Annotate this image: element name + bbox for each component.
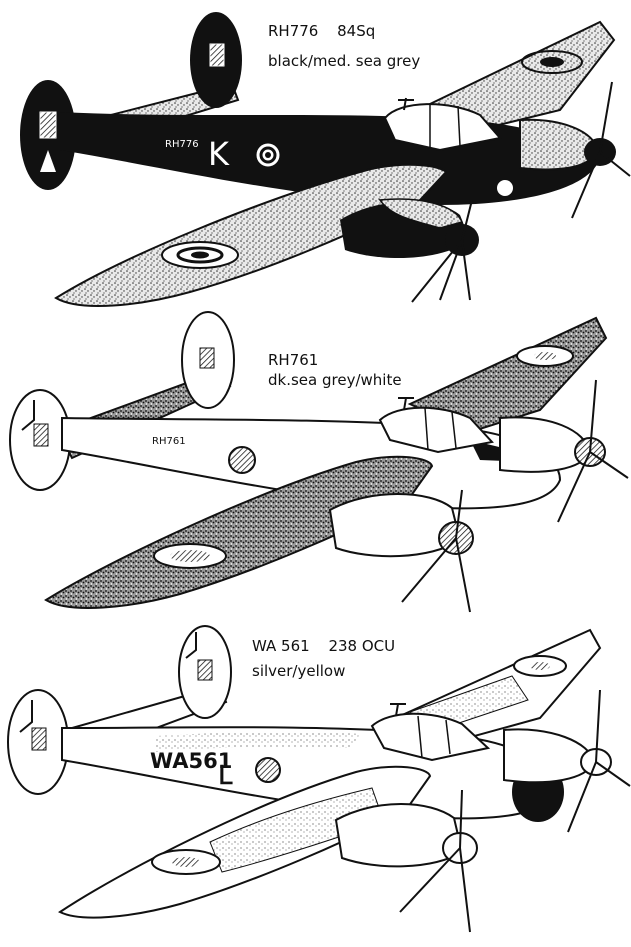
caption-unit: 84Sq (337, 22, 376, 40)
aircraft-rh776: RH776 K (20, 12, 631, 307)
fuselage-serial: RH776 (165, 139, 199, 150)
aircraft-rh761: RH761 (9, 311, 629, 613)
fin-flash-icon (39, 111, 57, 139)
nacelle-port (328, 493, 462, 558)
fin-flash-icon (31, 727, 47, 751)
caption-registration: WA 561 (252, 637, 310, 655)
roundel-centre-icon (540, 57, 564, 67)
code-letter: L (218, 761, 233, 791)
wing-port (44, 455, 434, 609)
antenna-mast (390, 703, 406, 717)
roundel-icon (521, 50, 583, 74)
fin-emblem-icon (40, 150, 56, 172)
nacelle-starboard (519, 118, 600, 171)
propeller-starboard (571, 81, 631, 219)
propeller-port (401, 489, 471, 613)
caption-registration: RH761 (268, 351, 319, 369)
canopy (383, 103, 502, 152)
roundel-icon (228, 446, 256, 474)
roundel-icon (255, 757, 281, 783)
caption-unit: 238 OCU (328, 637, 396, 655)
propeller-port (411, 199, 473, 303)
nacelle-port (334, 803, 464, 868)
fin-flash-icon (199, 347, 215, 369)
antenna-mast (398, 97, 414, 111)
canopy (378, 406, 494, 454)
wing-port (54, 163, 448, 307)
nose-emblem-icon (497, 180, 513, 196)
caption-wa561: WA 561 238 OCU (252, 637, 395, 656)
antenna-mast (398, 397, 414, 411)
propeller-port (399, 789, 471, 933)
fin-flash-icon (197, 659, 213, 681)
propeller-starboard (557, 379, 629, 523)
caption-rh776: RH776 84Sq (268, 22, 375, 41)
caption-scheme-rh761: dk.sea grey/white (268, 371, 402, 389)
fuselage-serial: WA561 (150, 749, 232, 773)
fin-flash-icon (209, 43, 225, 67)
nacelle-starboard (503, 728, 596, 784)
caption-scheme-rh776: black/med. sea grey (268, 52, 421, 70)
aircraft-wa561: WA561 L (7, 625, 631, 933)
caption-scheme-wa561: silver/yellow (252, 662, 346, 680)
code-letter: K (208, 135, 230, 173)
canopy (370, 712, 491, 762)
fuselage-serial: RH761 (152, 436, 186, 447)
caption-registration: RH776 (268, 22, 319, 40)
propeller-starboard (567, 689, 631, 833)
fin-flash-icon (33, 423, 49, 447)
